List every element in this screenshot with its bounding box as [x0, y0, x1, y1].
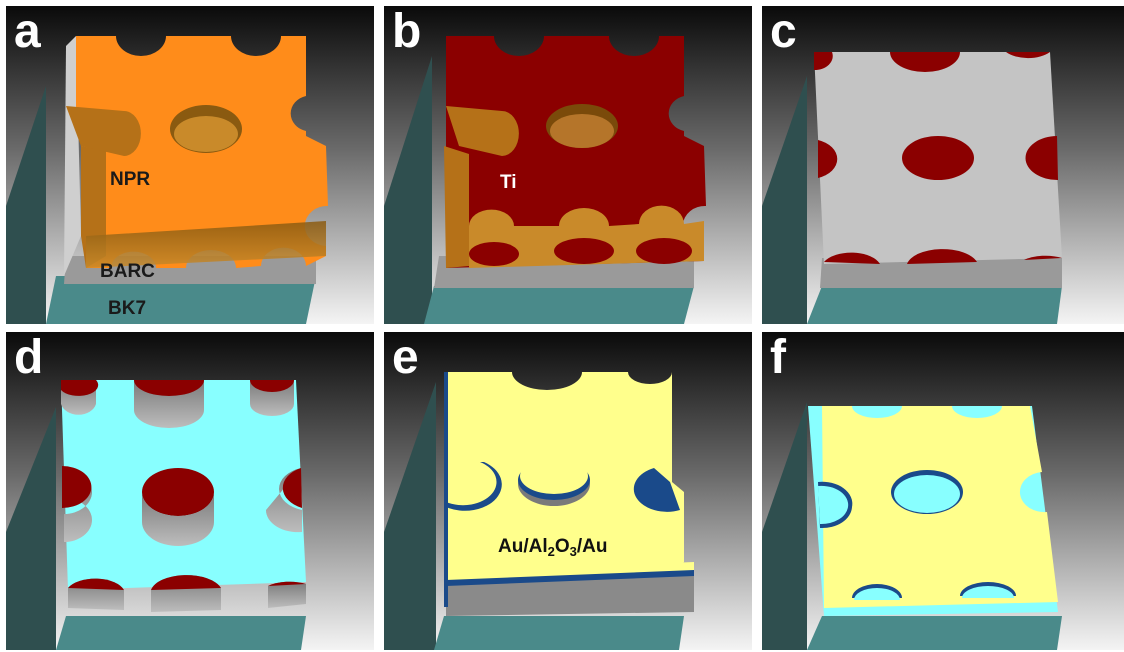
panel-letter: f — [770, 332, 786, 384]
panel-d-illustration — [6, 332, 374, 650]
panel-letter: b — [392, 6, 422, 58]
barc-label: BARC — [100, 261, 155, 282]
panel-letter: d — [14, 332, 44, 384]
label-part-au: /Au — [576, 536, 608, 557]
panel-a-illustration — [6, 6, 374, 324]
panel-letter: a — [14, 6, 41, 58]
substrate-left-face — [6, 86, 46, 324]
panel-f-illustration — [762, 332, 1124, 650]
panel-letter: e — [392, 332, 419, 384]
npr-label: NPR — [110, 169, 151, 190]
panel-c: c — [762, 6, 1124, 324]
panel-letter: c — [770, 6, 797, 58]
panel-e: e Au/Al2O3/Au — [384, 332, 752, 650]
label-part-o: O — [554, 536, 570, 557]
panel-f: f — [762, 332, 1124, 650]
metal-stack-label: Au/Al2O3/Au — [498, 536, 607, 558]
label-part-au-al: Au/Al — [498, 536, 548, 557]
panel-a: a NPR BARC BK7 — [6, 6, 374, 324]
ti-top-surface — [446, 36, 706, 268]
label-subscript-2: 2 — [547, 544, 555, 559]
panel-e-illustration — [384, 332, 752, 650]
panel-b-illustration — [384, 6, 752, 324]
panel-b: b Ti — [384, 6, 752, 324]
bk7-substrate — [46, 276, 316, 324]
label-subscript-3: 3 — [569, 544, 577, 559]
panel-c-illustration — [762, 6, 1124, 324]
bk7-label: BK7 — [108, 298, 147, 319]
ti-label: Ti — [500, 172, 517, 193]
panel-d: d — [6, 332, 374, 650]
